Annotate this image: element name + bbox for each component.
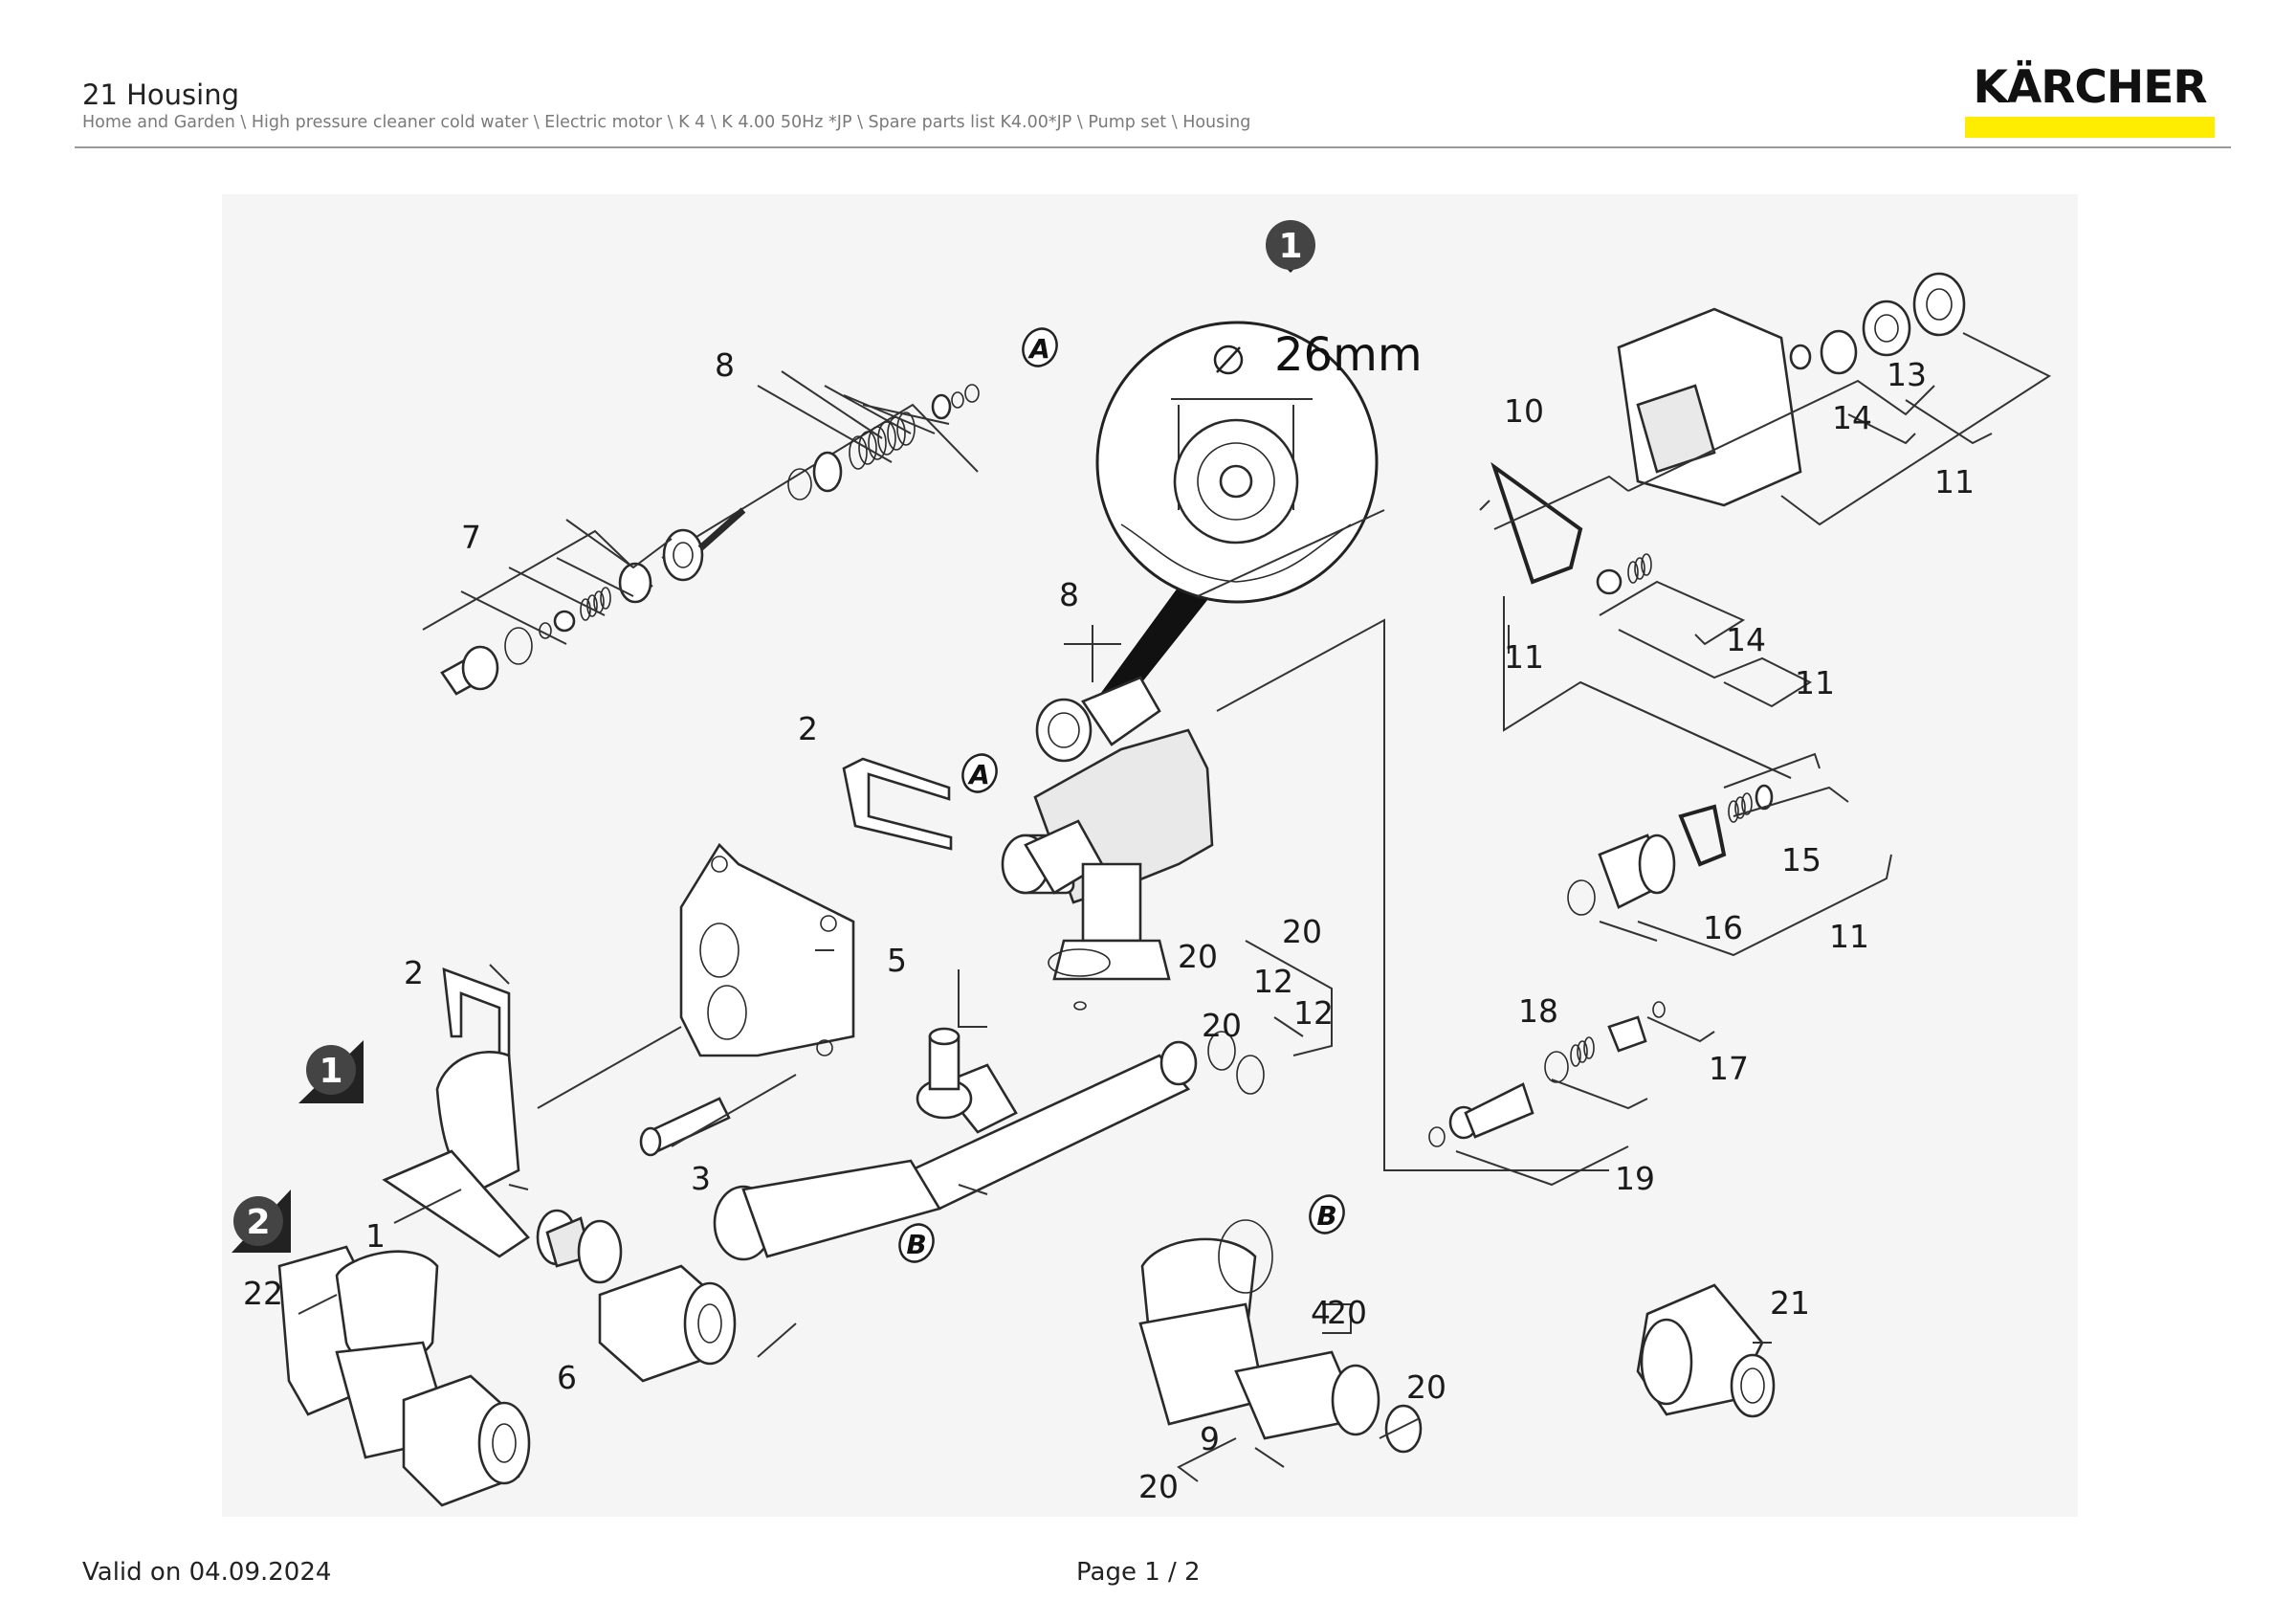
- part-label-11b: 11: [1934, 463, 1975, 500]
- cover-plate-5: [679, 842, 855, 1057]
- part-label-13: 13: [1887, 356, 1927, 393]
- svg-text:B: B: [1316, 1200, 1336, 1232]
- detail-magnifier: 26mm: [1088, 321, 1423, 721]
- part-label-5: 5: [887, 942, 907, 979]
- part-label-20a: 20: [1178, 938, 1218, 975]
- brand-wordmark: KÄRCHER: [1973, 61, 2207, 114]
- part-number-labels: 8 7 8 2 2 5 3 1 22 6 20 20 20 12 12 20 4…: [243, 346, 1975, 1505]
- part-label-1: 1: [365, 1217, 386, 1255]
- valve-block-11-top: [1617, 272, 1966, 507]
- valve-16-assembly: [1567, 784, 1774, 916]
- part-label-11c: 11: [1795, 664, 1835, 701]
- retaining-clip-2-lower: [442, 967, 511, 1067]
- svg-text:2: 2: [246, 1203, 270, 1242]
- validity-date: Valid on 04.09.2024: [82, 1558, 332, 1587]
- svg-text:1: 1: [319, 1052, 342, 1091]
- part-label-7: 7: [461, 519, 481, 556]
- o-ring-10: [1490, 461, 1583, 585]
- part-label-14a: 14: [1832, 399, 1872, 436]
- part-label-3: 3: [691, 1160, 711, 1197]
- elbow-fitting-4: [1138, 1219, 1423, 1454]
- retaining-clip-2-upper: [842, 757, 953, 851]
- part-label-16: 16: [1703, 909, 1743, 946]
- dimension-label: 26mm: [1274, 328, 1423, 382]
- header-divider: [75, 146, 2231, 148]
- spring-14-small: [1596, 553, 1652, 595]
- part-label-20e: 20: [1406, 1368, 1446, 1406]
- part-label-8b: 8: [1059, 576, 1079, 613]
- elbow-fitting-22: [277, 1245, 531, 1507]
- part-label-2b: 2: [404, 954, 424, 991]
- valve-assembly-7: [422, 529, 653, 696]
- part-label-22: 22: [243, 1275, 283, 1312]
- screw-3: [639, 1097, 731, 1157]
- elbow-fitting-1: [382, 1051, 623, 1284]
- callout-badge-2: 2: [232, 1189, 291, 1253]
- brand-yellow-bar: [1965, 117, 2215, 138]
- part-label-12b: 12: [1293, 994, 1334, 1032]
- pump-head-housing: [1001, 676, 1214, 981]
- svg-text:A: A: [967, 759, 990, 790]
- pressure-pipe: [713, 948, 1265, 1261]
- part-label-6: 6: [557, 1359, 577, 1396]
- part-label-4: 4: [1311, 1294, 1331, 1331]
- part-label-10: 10: [1504, 392, 1544, 430]
- ref-letter-a-center: A: [961, 753, 998, 793]
- ref-letter-b-right: B: [1309, 1194, 1345, 1234]
- part-label-20f: 20: [1138, 1468, 1179, 1505]
- part-label-20b: 20: [1202, 1007, 1242, 1044]
- part-label-2: 2: [798, 710, 818, 747]
- part-label-18: 18: [1518, 992, 1558, 1030]
- part-label-20d: 20: [1327, 1294, 1367, 1331]
- breadcrumb: Home and Garden \ High pressure cleaner …: [82, 113, 1251, 132]
- part-label-12a: 12: [1253, 963, 1293, 1000]
- part-label-9: 9: [1200, 1420, 1220, 1457]
- part-label-19: 19: [1615, 1160, 1655, 1197]
- part-label-14b: 14: [1726, 621, 1766, 658]
- valve-assembly-8: [661, 384, 980, 582]
- callout-badge-1-top: 1: [1266, 220, 1315, 273]
- part-label-8: 8: [715, 346, 735, 384]
- union-nut-6: [598, 1264, 737, 1383]
- svg-text:1: 1: [1278, 227, 1302, 266]
- karcher-logo: KÄRCHER: [1965, 59, 2215, 138]
- part-label-11d: 11: [1829, 918, 1869, 955]
- part-label-11a: 11: [1504, 638, 1544, 676]
- page-title: 21 Housing: [82, 78, 240, 111]
- ref-letter-a-top: A: [1022, 327, 1058, 367]
- svg-text:B: B: [906, 1229, 926, 1260]
- ref-letter-b-left: B: [898, 1223, 935, 1263]
- part-label-17: 17: [1709, 1050, 1749, 1087]
- part-label-15: 15: [1781, 841, 1821, 878]
- part-label-21: 21: [1770, 1284, 1810, 1322]
- callout-badge-1-left: 1: [298, 1040, 364, 1103]
- valve-17-19-assembly: [1428, 1001, 1666, 1147]
- exploded-parts-diagram: 26mm 1 1 2: [222, 194, 2078, 1517]
- leader-lines: [298, 332, 2052, 1482]
- svg-text:A: A: [1027, 333, 1050, 365]
- part-label-20c: 20: [1282, 913, 1322, 950]
- coupling-21: [1636, 1283, 1776, 1418]
- page-indicator: Page 1 / 2: [1076, 1558, 1201, 1587]
